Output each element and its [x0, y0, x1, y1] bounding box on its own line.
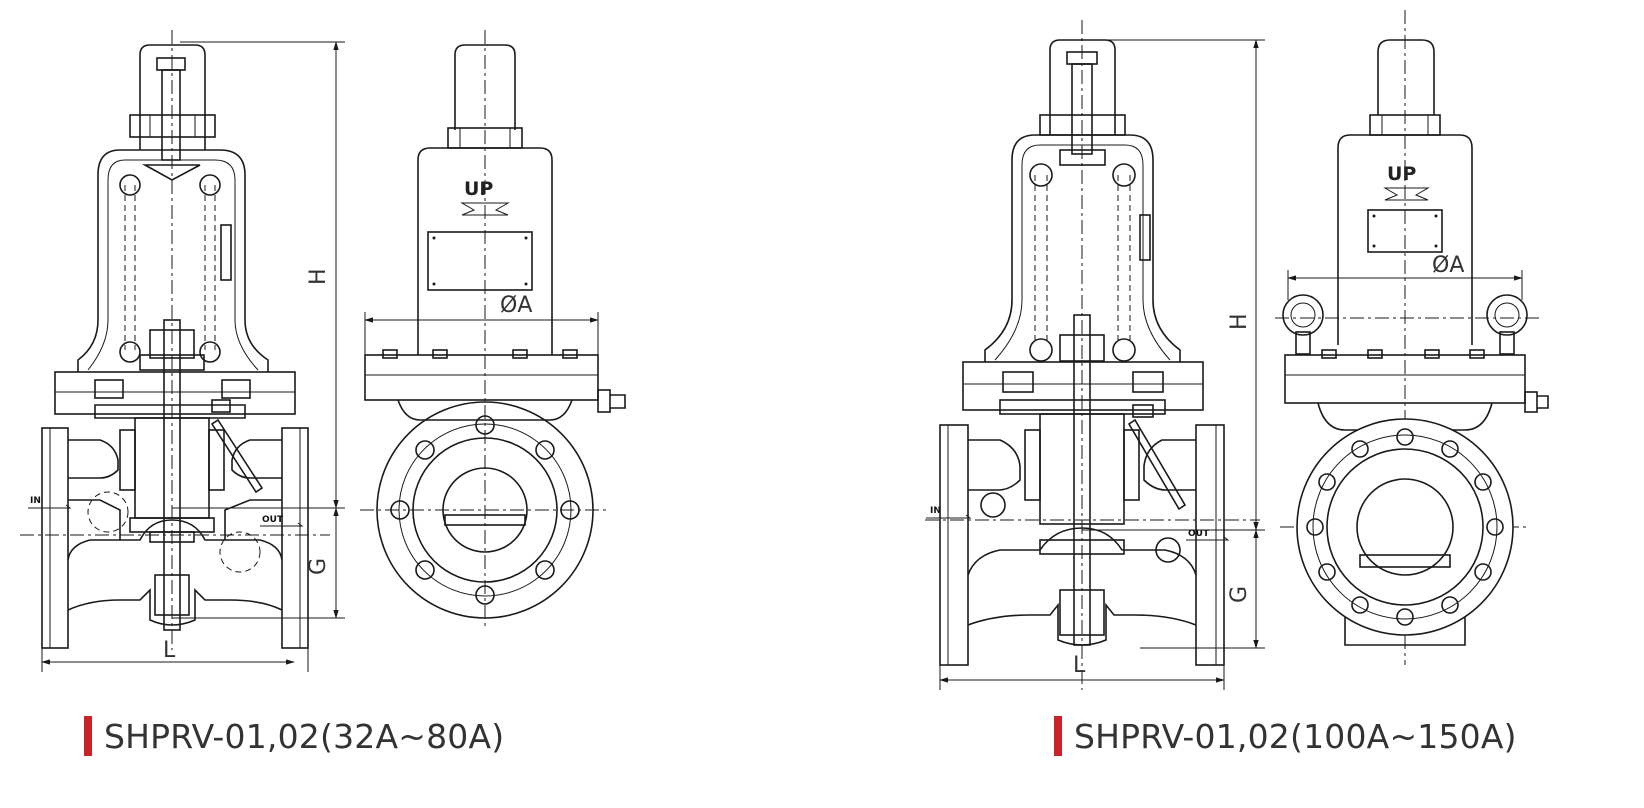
caption-right: SHPRV-01,02(100A~150A)	[1054, 712, 1517, 760]
outlet-label: OUT	[262, 515, 284, 525]
caption-left: SHPRV-01,02(32A~80A)	[84, 712, 504, 760]
dim-diameter-label: ØA	[1432, 253, 1464, 278]
dim-l-label: L	[1073, 653, 1086, 678]
dim-diameter-label: ØA	[500, 293, 532, 318]
right-side-view: IN OUT H G L	[925, 20, 1265, 690]
left-side-view: IN OUT H G L	[20, 30, 345, 672]
outlet-label: OUT	[1188, 529, 1210, 539]
caption-left-text: SHPRV-01,02(32A~80A)	[104, 716, 505, 756]
bolt-holes-left	[390, 415, 580, 605]
caption-bar	[1054, 716, 1062, 756]
bolt-holes-right	[1306, 428, 1504, 626]
up-mark: UP	[464, 178, 493, 200]
inlet-label: IN	[30, 496, 41, 506]
dim-g-label: G	[1227, 586, 1252, 603]
dim-l-label: L	[163, 638, 176, 663]
up-mark: UP	[1387, 163, 1416, 185]
caption-right-text: SHPRV-01,02(100A~150A)	[1074, 716, 1517, 756]
left-front-view: UP ØA	[360, 30, 626, 630]
right-front-view: UP ØA	[1275, 10, 1549, 665]
caption-bar	[84, 716, 92, 756]
dim-h-label: H	[306, 268, 331, 285]
dim-g-label: G	[306, 558, 331, 575]
dim-h-label: H	[1227, 313, 1252, 330]
inlet-label: IN	[930, 506, 941, 516]
